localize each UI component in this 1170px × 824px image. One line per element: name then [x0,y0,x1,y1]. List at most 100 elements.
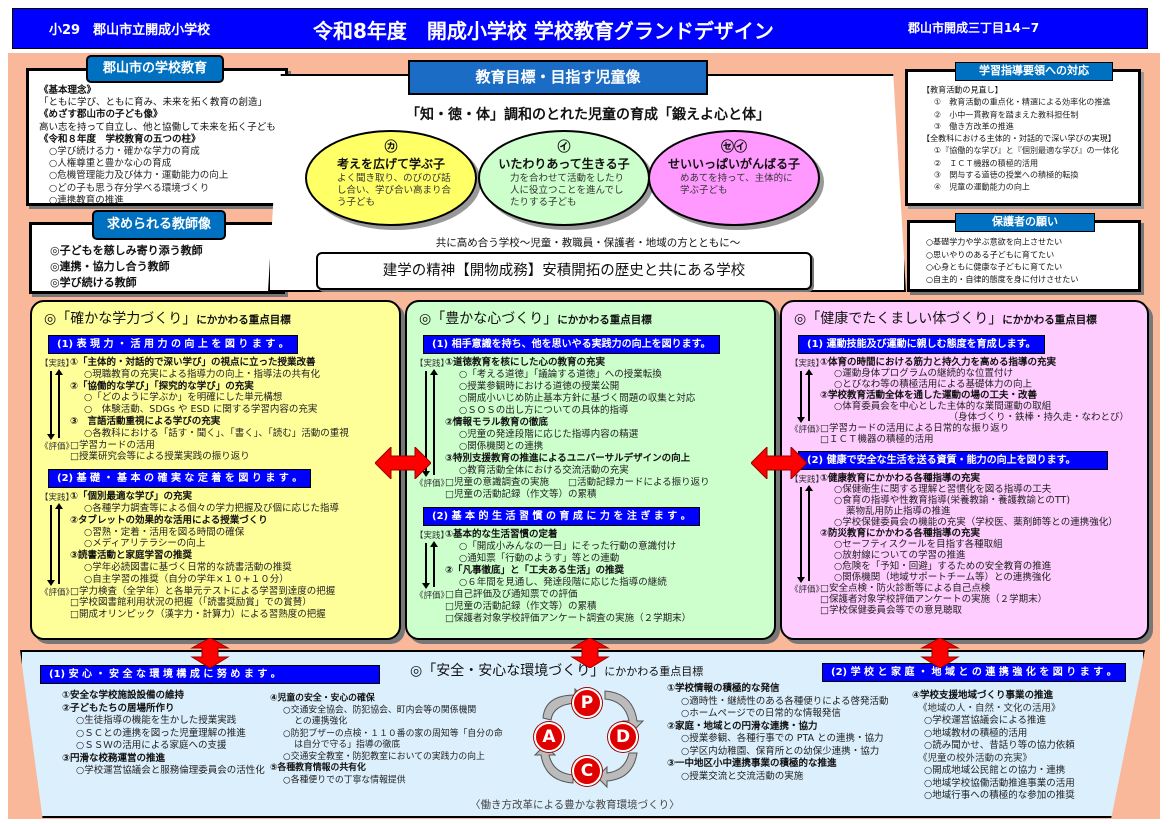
list-item: 薬物乱用防止指導の推進 [846,506,951,517]
list-item: ○保健衛生に関する理解と習慣化を図る指導の工夫 [834,484,1052,495]
double-arrow-icon [751,447,807,479]
safety-title: ◎「安全・安心な環境づくり」にかかわる重点目標 [410,660,703,680]
arrow-up-icon [805,485,813,581]
list-item: は自分で守る」指導の徹底 [294,739,401,750]
double-arrow-down-icon [190,638,230,668]
practice-label-col: 【実践】 [415,529,449,589]
eval-lines: □学習カードの活用による日常的な振り返り□ＩＣＴ機器の積極的活用 [820,423,1139,445]
list-item: ②子どもたちの居場所作り [62,702,175,714]
list-item: □学習カードの活用による日常的な振り返り [820,423,1010,434]
eval-label-col: 《評価》 [415,477,450,501]
double-arrow-down-icon [570,638,610,668]
practice-label: 【実践】 [40,359,75,369]
list-item: ○体育委員会を中心とした主体的な業間運動の取組 [834,401,1052,412]
school-spirit: 建学の精神【開物成務】安積開拓の歴史と共にある学校 [316,252,812,290]
panel-title-suffix: にかかわる重点目標 [557,314,652,326]
list-item: ○授業参観時における道徳の授業公開 [459,381,620,392]
list-item: ○防犯ブザーの点検・１１０番の家の周知等「自分の命 [283,727,503,739]
section-bar: (2) 基 礎 ・ 基 本 の 確 実 な 定 着 を 図 り ま す 。 [48,469,312,489]
safety-column-4: ④学校支援地域づくり事業の推進《地域の人・自然・文化の活用》○学校運営協議会によ… [912,690,1075,803]
parents-box: ○基礎学力や学ぶ意欲を向上させたい○思いやりのある子どもに育てたい○心身ともに健… [907,220,1141,292]
list-item: ○ＳＯＳの出し方についての具体的指導 [459,405,629,416]
eval-lines: □学力検査（全学年）と各単元テストによる学習到達度の把握□学校図書館利用状況の把… [70,586,391,621]
list-item: ③特別支援教育の推進によるユニバーサルデザインの向上 [445,453,691,464]
list-item: ◎子どもを慈しみ寄り添う教師 [50,244,203,257]
list-item: ①道徳教育を核にした心の教育の充実 [445,357,606,368]
list-item: □児童の活動記録（作文等）の累積 [445,601,597,612]
list-item: ③読書活動と家庭学習の推奨 [70,550,193,562]
pdca-p-circle: P [572,688,602,718]
practice-lines: ①健康教育にかかわる各種指導の充実○保健衛生に関する理解と習慣化を図る指導の工夫… [820,473,1139,583]
list-item: ①基本的な生活習慣の定着 [445,529,558,540]
list-item: ③ 関与する道徳の授業への積極的転換 [933,170,1079,181]
list-item: ○授業参観、各種行事での PTA との連携・協力 [681,733,884,744]
safety-title-text: ◎「安全・安心な環境づくり」 [410,663,605,679]
list-item: ○セーフティスクールを目指す各種取組 [834,539,1003,550]
arrow-up-icon [55,369,63,438]
list-item: ○授業交流と交流活動の実施 [681,770,804,782]
school-address: 郡山市開成三丁目14−7 [908,21,1040,35]
list-item: 高い志を持って自立し、他と協働して未来を拓く子ども [39,121,276,133]
list-item: □学習カードの活用 [70,439,155,451]
panel-title-suffix: にかかわる重点目標 [1002,314,1097,326]
pdca-c-circle: C [572,756,602,786]
section-bar: (2) 基 本 的 生 活 習 慣 の 育 成 に 力 を 注 ぎ ま す 。 [423,507,700,526]
list-item: 《めざす郡山市の子ども像》 [39,109,163,121]
eval-label: 《評価》 [790,585,825,595]
section-spacer [40,463,391,466]
eval-block: 《評価》□学習カードの活用□授業研究会等による授業実践の振り返り [40,440,391,464]
list-item: ◎学び続ける教師 [50,276,137,289]
cycle-arrows-icon [797,485,813,583]
list-item: ○とびなわ等の積極活用による基礎体力の向上 [834,379,1033,390]
list-item: ④ 児童の運動能力の向上 [933,183,1030,193]
double-arrow-icon [375,447,431,479]
list-item: ②「協働的な学び」「探究的な学び」の充実 [70,380,254,392]
list-item: ①安全な学校施設設備の維持 [62,690,185,701]
list-item: ○交通安全教室・防犯教室においての実践力の向上 [283,751,485,762]
together-text: 共に高め合う学校〜児童・教職員・保護者・地域の方とともに〜 [435,237,741,249]
arrow-down-icon [797,371,805,423]
list-item: ○児童の発達段階に応じた指導内容の精選 [459,429,639,440]
practice-label-col: 【実践】 [415,357,449,477]
list-item: 【全教科における主体的・対話的で深い学びの実現】 [922,134,1116,144]
eval-lines: □学習カードの活用□授業研究会等による授業実践の振り返り [70,440,391,464]
goal-motto: 「知・徳・体」調和のとれた児童の育成「鍛えよ心と体」 [406,107,770,123]
eval-label-col: 《評価》 [40,440,74,464]
list-item: □安全点検・防火診断等による自己点検 [820,583,991,594]
list-item: ②タブレットの効果的な活用による授業づくり [70,514,268,526]
practice-lines: ①道徳教育を核にした心の教育の充実○「考える道徳」「議論する道徳」への授業転換○… [445,357,766,477]
practice-block: 【実践】①「主体的・対話的で深い学び」の視点に立った授業改善○現職教育の充実によ… [40,357,391,440]
eval-block: 《評価》□安全点検・防火診断等による自己点検□保護者対象学校評価アンケートの実施… [790,583,1139,616]
list-item: ③一中地区小中連携事業の積極的な推進 [667,758,837,769]
list-item: □学校保健委員会等での意見聴取 [820,605,962,616]
ideal-description: 力を合わせて活動をしたり人に役立つことを進んでしたりする子ども [510,173,625,208]
parents-title: 保護者の願い [955,213,1095,232]
list-item: ○「考える道徳」「議論する道徳」への授業転換 [459,369,662,380]
list-item: ○人権尊重と豊かな心の育成 [49,158,172,170]
list-item: ③ 働き方改革の推進 [933,122,1014,132]
list-item: ⑤各種教育情報の共有化 [270,762,366,773]
list-item: ①「主体的・対話的で深い学び」の視点に立った授業改善 [70,357,316,368]
list-item: ②家庭・地域との円滑な連携・協力 [667,720,818,732]
eval-label: 《評価》 [415,479,450,489]
list-item: ○自主的・自律的態度を身に付けさせたい [926,274,1079,285]
practice-lines: ①「個別最適な学び」の充実○各種学力調査等による個々の学力把握及び個に応じた指導… [70,491,391,585]
double-arrow-down-icon [920,638,960,668]
list-item: ○地域学校協働活動推進事業の活用 [924,777,1075,789]
pdca-a-circle: A [534,722,564,752]
list-item: ○学年必読図書に基づく日常的な読書活動の推奨 [84,561,292,573]
eval-label: 《評価》 [40,587,75,598]
list-item: ○学校運営協議会による推進 [924,715,1047,726]
practice-label-col: 【実践】 [40,357,75,440]
list-item: ○現職教育の充実による指導力の向上・指導法の共有化 [84,368,321,380]
list-item: ④児童の安全・安心の確保 [270,693,375,704]
list-item: ○習熟・定着・活用を図る時間の確保 [84,526,245,538]
list-item: ○地域行事への積極的な参加の推奨 [924,790,1075,801]
list-item: ○危険を「予知・回避」するための安全教育の推進 [834,561,1052,572]
practice-label-col: 【実践】 [790,357,824,423]
list-item: □学校図書館利用状況の把握（「読書奨励賞」での賞賛） [70,597,312,609]
list-item: ②学校教育活動全体を通した運動の場の工夫・改善 [820,390,1038,401]
teacher-lines: ◎子どもを慈しみ寄り添う教師◎連携・協力し合う教師◎学び続ける教師 [50,243,282,291]
list-item: ○ＳＳＷの活用による家庭への支援 [76,740,227,751]
section-bar: (1) 相手意識を持ち、他を思いやる実践力の向上を図ります。 [423,335,720,354]
